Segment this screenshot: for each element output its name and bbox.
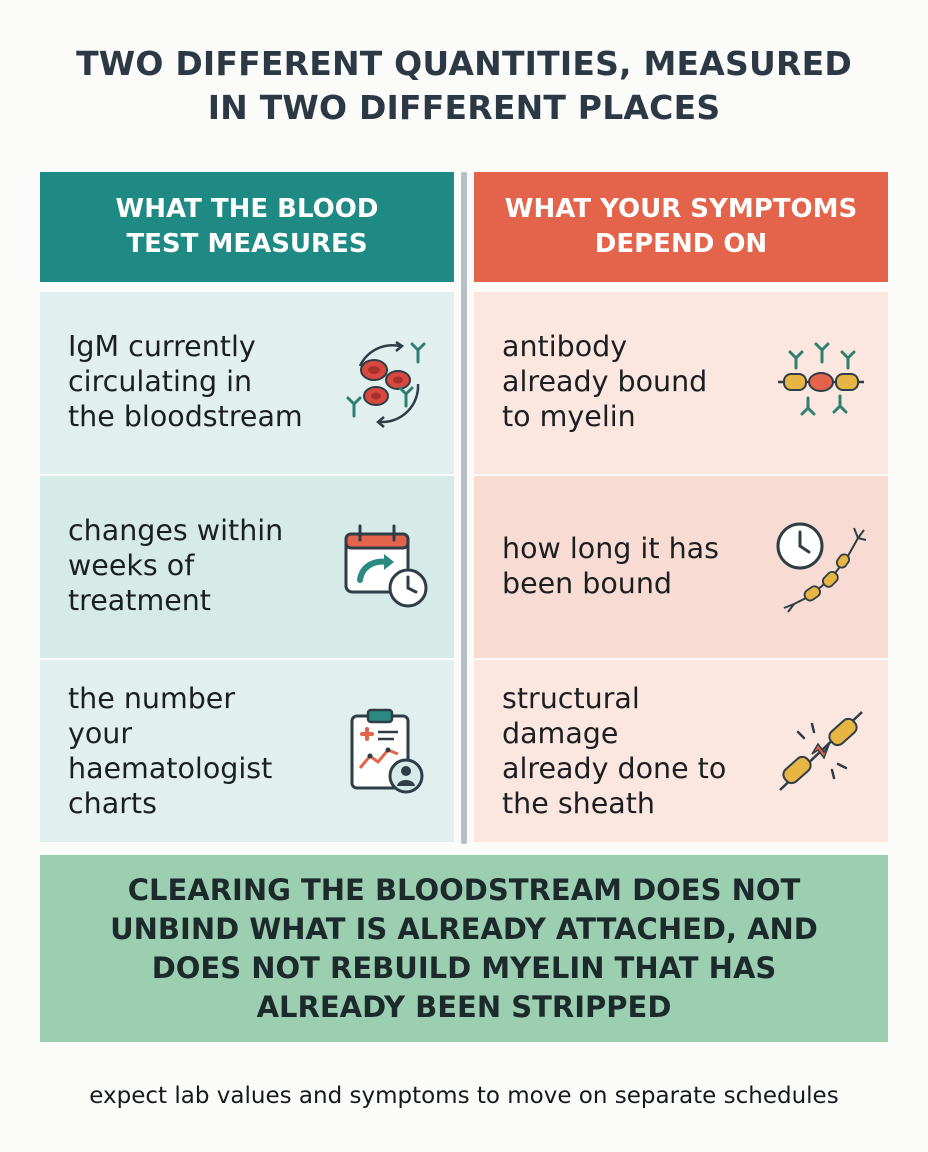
banner-line-1: CLEARING THE BLOODSTREAM DOES NOT — [127, 872, 801, 907]
left-row-2-line-2: weeks of — [68, 549, 195, 582]
banner-line-3: DOES NOT REBUILD MYELIN THAT HAS — [151, 950, 777, 985]
footer-note: expect lab values and symptoms to move o… — [89, 1083, 839, 1109]
left-row-3-line-3: haematologist — [68, 752, 273, 785]
calendar-clock-icon — [344, 524, 428, 608]
left-row-2-line-1: changes within — [68, 514, 284, 547]
left-row-1-line-2: circulating in — [68, 365, 253, 398]
page-title: TWO DIFFERENT QUANTITIES, MEASURED IN TW… — [0, 42, 928, 130]
left-row-3-line-1: the number — [68, 682, 236, 715]
left-column-heading: WHAT THE BLOOD TEST MEASURES — [40, 172, 454, 282]
left-row-2-text: changes within weeks of treatment — [68, 513, 353, 618]
right-row-antibody-bound: antibody already bound to myelin — [474, 292, 888, 474]
blood-cells-antibodies-icon — [346, 340, 426, 428]
left-row-3-text: the number your haematologist charts — [68, 681, 353, 821]
right-row-1-line-1: antibody — [502, 330, 628, 363]
right-column-heading: WHAT YOUR SYMPTOMS DEPEND ON — [474, 172, 888, 282]
column-divider — [461, 172, 467, 844]
right-row-3-line-3: already done to — [502, 752, 727, 785]
left-heading-line-1: WHAT THE BLOOD — [115, 194, 379, 224]
left-row-1-line-3: the bloodstream — [68, 400, 303, 433]
banner-line-2: UNBIND WHAT IS ALREADY ATTACHED, AND — [110, 911, 818, 946]
antibody-bound-nerve-icon — [778, 342, 864, 416]
right-row-3-line-1: structural — [502, 682, 640, 715]
right-heading-line-2: DEPEND ON — [594, 229, 768, 259]
left-row-number-charted: the number your haematologist charts — [40, 660, 454, 842]
broken-sheath-icon — [779, 711, 863, 791]
right-row-2-line-2: been bound — [502, 567, 673, 600]
right-row-3-line-4: the sheath — [502, 787, 655, 820]
right-row-3-line-2: damage — [502, 717, 619, 750]
left-row-1-text: IgM currently circulating in the bloodst… — [68, 329, 353, 434]
title-line-1: TWO DIFFERENT QUANTITIES, MEASURED — [76, 44, 852, 83]
conclusion-banner: CLEARING THE BLOODSTREAM DOES NOT UNBIND… — [40, 855, 888, 1042]
right-row-1-text: antibody already bound to myelin — [502, 329, 787, 434]
right-row-how-long-bound: how long it has been bound — [474, 476, 888, 658]
left-row-igm-circulating: IgM currently circulating in the bloodst… — [40, 292, 454, 474]
clipboard-chart-doctor-icon — [350, 708, 424, 794]
right-row-1-line-2: already bound — [502, 365, 708, 398]
right-row-3-text: structural damage already done to the sh… — [502, 681, 787, 821]
title-line-2: IN TWO DIFFERENT PLACES — [207, 88, 721, 127]
left-row-2-line-3: treatment — [68, 584, 211, 617]
left-row-changes-within-weeks: changes within weeks of treatment — [40, 476, 454, 658]
right-row-2-text: how long it has been bound — [502, 531, 787, 601]
banner-line-4: ALREADY BEEN STRIPPED — [256, 989, 672, 1024]
right-heading-line-1: WHAT YOUR SYMPTOMS — [504, 194, 858, 224]
right-row-2-line-1: how long it has — [502, 532, 719, 565]
left-row-3-line-2: your — [68, 717, 133, 750]
left-row-3-line-4: charts — [68, 787, 157, 820]
left-heading-line-2: TEST MEASURES — [126, 229, 368, 259]
right-row-structural-damage: structural damage already done to the sh… — [474, 660, 888, 842]
left-row-1-line-1: IgM currently — [68, 330, 256, 363]
clock-nerve-icon — [776, 522, 867, 613]
right-row-1-line-3: to myelin — [502, 400, 636, 433]
